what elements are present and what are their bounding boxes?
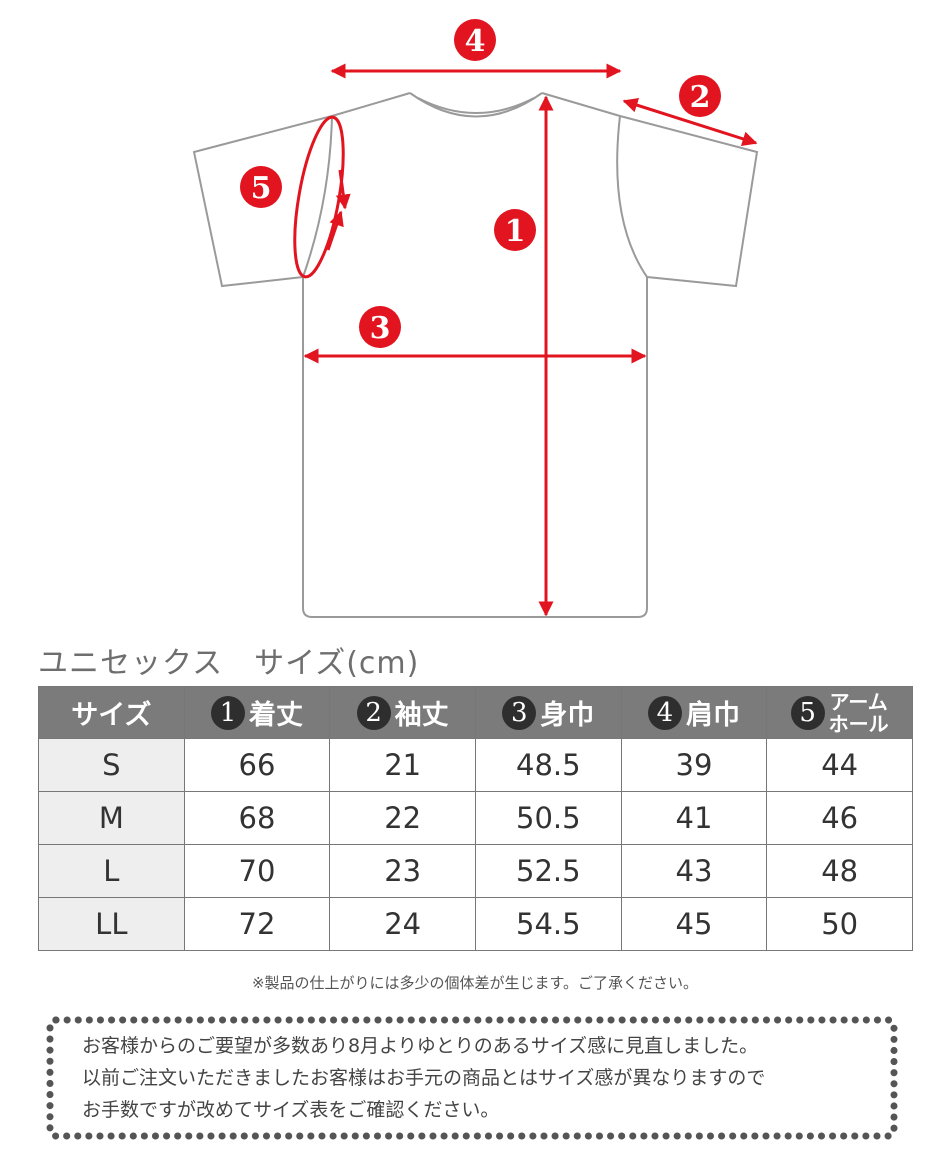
table-cell: 43 <box>620 844 768 898</box>
table-row: L 70 23 52.5 43 48 <box>38 844 913 898</box>
table-cell: 48.5 <box>474 738 622 792</box>
notice-line-3: お手数ですが改めてサイズ表をご確認ください。 <box>82 1099 500 1121</box>
notice-text: お客様からのご要望が多数あり8月よりゆとりのあるサイズ感に見直しました。 以前ご… <box>82 1030 882 1126</box>
notice-box: お客様からのご要望が多数あり8月よりゆとりのあるサイズ感に見直しました。 以前ご… <box>46 1016 898 1140</box>
size-cell: LL <box>38 897 185 951</box>
individual-difference-note: ※製品の仕上がりには多少の個体差が生じます。ご了承ください。 <box>251 974 699 992</box>
number-badge: 5 <box>790 695 825 730</box>
marker-5: 5 <box>240 166 282 208</box>
size-chart-title: ユニセックス サイズ(cm) <box>38 646 420 681</box>
number-badge: 3 <box>502 695 537 730</box>
table-cell: 50 <box>766 897 913 951</box>
table-cell: 50.5 <box>474 791 622 845</box>
tshirt-diagram: 4 2 5 1 3 <box>192 19 759 618</box>
table-cell: 45 <box>620 897 768 951</box>
svg-text:5: 5 <box>251 171 272 206</box>
number-badge: 2 <box>356 695 391 730</box>
table-cell: 48 <box>766 844 913 898</box>
marker-2: 2 <box>679 75 721 117</box>
table-cell: 22 <box>329 791 476 845</box>
size-cell: L <box>38 844 185 898</box>
svg-text:1: 1 <box>505 214 526 249</box>
marker-3: 3 <box>359 306 401 348</box>
table-cell: 66 <box>183 738 331 792</box>
table-cell: 23 <box>329 844 476 898</box>
measure-lines <box>293 63 758 617</box>
table-cell: 52.5 <box>474 844 622 898</box>
header-size: サイズ <box>38 686 185 739</box>
number-badge: 1 <box>210 695 245 730</box>
svg-text:3: 3 <box>370 311 391 346</box>
size-cell: M <box>38 791 185 845</box>
table-cell: 39 <box>620 738 768 792</box>
table-cell: 21 <box>329 738 476 792</box>
table-cell: 68 <box>183 791 331 845</box>
table-row: LL 72 24 54.5 45 50 <box>38 897 913 951</box>
table-cell: 41 <box>620 791 768 845</box>
table-cell: 70 <box>183 844 331 898</box>
table-cell: 54.5 <box>474 897 622 951</box>
svg-text:4: 4 <box>465 24 486 59</box>
arrow-sleeve-length <box>622 97 758 147</box>
table-row: S 66 21 48.5 39 44 <box>38 738 913 792</box>
table-cell: 72 <box>183 897 331 951</box>
marker-1: 1 <box>494 209 536 251</box>
table-cell: 46 <box>766 791 913 845</box>
tshirt-outline <box>192 92 759 618</box>
table-cell: 24 <box>329 897 476 951</box>
size-cell: S <box>38 738 185 792</box>
notice-line-1: お客様からのご要望が多数あり8月よりゆとりのあるサイズ感に見直しました。 <box>82 1035 759 1057</box>
svg-text:2: 2 <box>690 80 711 115</box>
notice-line-2: 以前ご注文いただきましたお客様はお手元の商品とはサイズ感が異なりますので <box>82 1067 766 1089</box>
number-badge: 4 <box>647 695 682 730</box>
table-row: M 68 22 50.5 41 46 <box>38 791 913 845</box>
table-cell: 44 <box>766 738 913 792</box>
marker-4: 4 <box>454 19 496 61</box>
